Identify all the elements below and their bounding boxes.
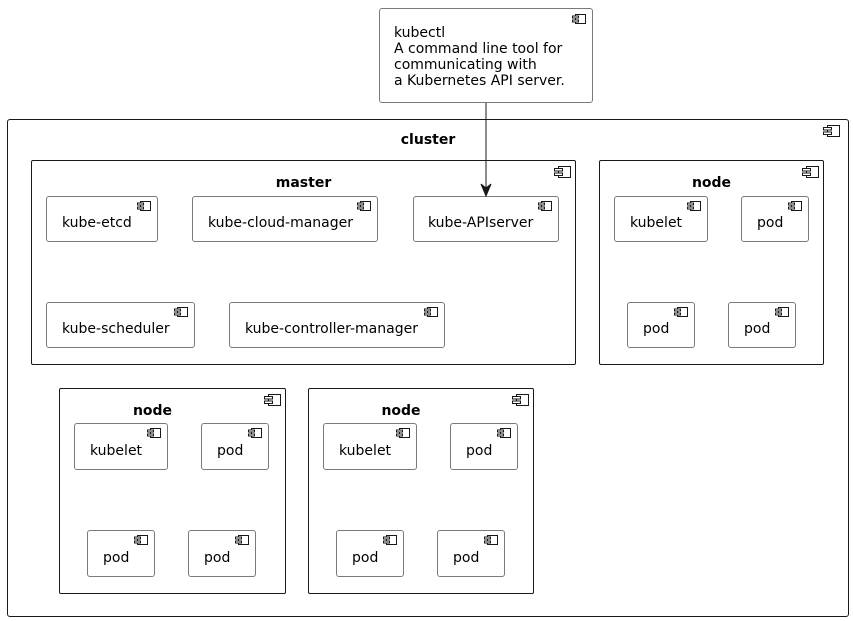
pod-component: pod [728,302,796,348]
pod-component: pod [201,423,269,470]
component-label: kubelet [90,443,143,459]
component-icon [147,428,161,438]
component-label: pod [466,443,493,459]
master-title: master [275,175,332,191]
kube-etcd-component: kube-etcd [46,196,158,242]
pod-component: pod [437,530,505,577]
kubectl-description-line: communicating with [394,57,537,73]
pod-component: pod [188,530,256,577]
component-icon [497,428,511,438]
kubectl-name: kubectl [394,25,446,41]
component-label: pod [217,443,244,459]
component-icon [424,307,438,317]
component-label: pod [643,321,670,337]
component-label: pod [453,550,480,566]
node-title: node [381,403,421,419]
pod-component: pod [87,530,155,577]
component-icon [512,394,529,406]
component-icon [396,428,410,438]
component-label: kubelet [630,215,683,231]
component-icon [554,166,571,178]
component-icon [264,394,281,406]
kube-controller-manager-component: kube-controller-manager [229,302,445,348]
component-icon [674,307,688,317]
kube-scheduler-component: kube-scheduler [46,302,195,348]
component-icon [248,428,262,438]
component-label: pod [103,550,130,566]
kubectl-description: kubectl A command line tool for communic… [394,25,565,89]
component-label: kubelet [339,443,392,459]
pod-component: pod [336,530,404,577]
component-icon [134,535,148,545]
component-label: kube-APIserver [428,215,534,231]
node-title: node [691,175,732,191]
kubelet-component: kubelet [323,423,417,470]
kubectl-description-line: A command line tool for [394,41,563,57]
kubelet-component: kubelet [74,423,168,470]
component-icon [823,125,840,137]
kube-cloud-manager-component: kube-cloud-manager [192,196,378,242]
component-label: pod [757,215,784,231]
component-icon [484,535,498,545]
component-icon [357,201,371,211]
pod-component: pod [450,423,518,470]
component-label: pod [204,550,231,566]
kubectl-component: kubectl A command line tool for communic… [379,8,593,103]
component-icon [687,201,701,211]
kube-apiserver-component: kube-APIserver [413,196,559,242]
component-icon [137,201,151,211]
component-icon [802,166,819,178]
component-label: kube-controller-manager [245,321,418,337]
component-icon [235,535,249,545]
component-icon [788,201,802,211]
component-label: kube-cloud-manager [208,215,353,231]
kubectl-description-line: a Kubernetes API server. [394,73,565,89]
component-icon [538,201,552,211]
component-label: pod [352,550,379,566]
component-icon [775,307,789,317]
component-icon [174,307,188,317]
component-label: kube-scheduler [62,321,170,337]
component-label: kube-etcd [62,215,132,231]
node-title: node [132,403,173,419]
component-icon [572,14,586,24]
cluster-title: cluster [400,132,456,148]
component-label: pod [744,321,771,337]
component-icon [383,535,397,545]
kubelet-component: kubelet [614,196,708,242]
pod-component: pod [627,302,695,348]
pod-component: pod [741,196,809,242]
